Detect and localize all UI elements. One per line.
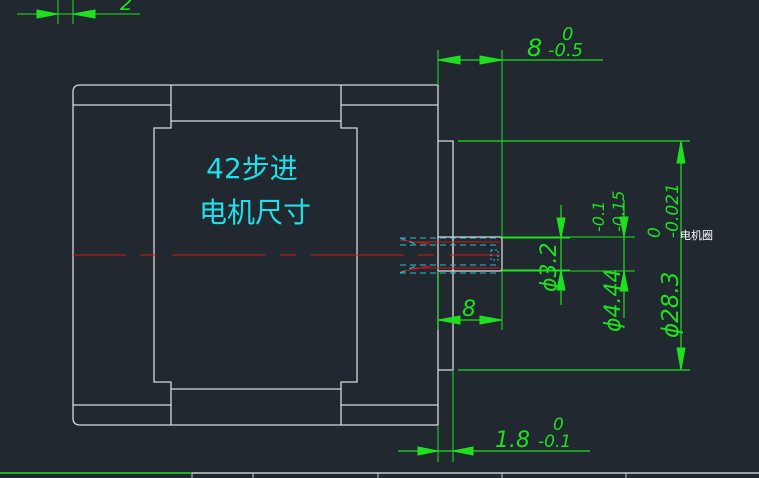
shaft-diameter-upper-tol: -0.1 [589, 201, 608, 232]
boss-length-value: 8 [527, 34, 542, 62]
flange-thickness-value: 1.8 [495, 428, 530, 453]
arrowhead-icon [417, 446, 439, 456]
arrowhead-icon [619, 216, 629, 238]
arrowhead-icon [619, 270, 629, 292]
arrowhead-icon [36, 9, 59, 19]
shaft-length-dimension [437, 271, 503, 330]
bore-diameter-dimension [502, 205, 570, 305]
arrowhead-icon [479, 315, 503, 325]
bore-diameter-value: ϕ3.2 [537, 243, 562, 293]
drawing-title-line1: 42步进 [206, 152, 298, 185]
arrowhead-icon [676, 140, 686, 164]
arrowhead-icon [676, 347, 686, 371]
motor-outer-outline [72, 84, 439, 426]
flange-thickness-upper-tol: 0 [553, 415, 564, 435]
title-block-border [0, 472, 759, 478]
arrowhead-icon [72, 9, 96, 19]
side-label: 电机圈 [680, 228, 713, 242]
top-partial-dimension [17, 0, 140, 24]
arrowhead-icon [437, 315, 461, 325]
motor-inner-outline [153, 120, 358, 390]
boss-diameter-upper-tol: 0 [645, 227, 665, 238]
boss-diameter-dimension [458, 140, 690, 371]
arrowhead-icon [479, 55, 503, 65]
shaft-length-value: 8 [462, 297, 476, 322]
hidden-bore [399, 237, 500, 274]
flange-thickness-dimension [398, 370, 590, 462]
top-partial-dim-value: 2 [120, 0, 133, 15]
shaft-diameter-lower-tol: -0.15 [609, 191, 628, 232]
arrowhead-icon [452, 446, 474, 456]
shaft-diameter-dimension [502, 200, 635, 318]
flange-thickness-lower-tol: -0.1 [538, 432, 571, 452]
shaft-diameter-value: ϕ4.44 [601, 269, 626, 333]
boss-length-dimension [437, 50, 603, 237]
arrowhead-icon [556, 269, 566, 291]
arrowhead-icon [556, 217, 566, 239]
boss-length-lower-tol: -0.5 [548, 40, 583, 61]
boss-length-upper-tol: 0 [562, 24, 573, 45]
boss-diameter-value: ϕ28.3 [658, 272, 684, 338]
boss-diameter-lower-tol: -0.021 [663, 183, 683, 238]
motor-shaft [438, 236, 503, 272]
arrowhead-icon [437, 55, 461, 65]
drawing-title-line2: 电机尺寸 [199, 196, 311, 229]
